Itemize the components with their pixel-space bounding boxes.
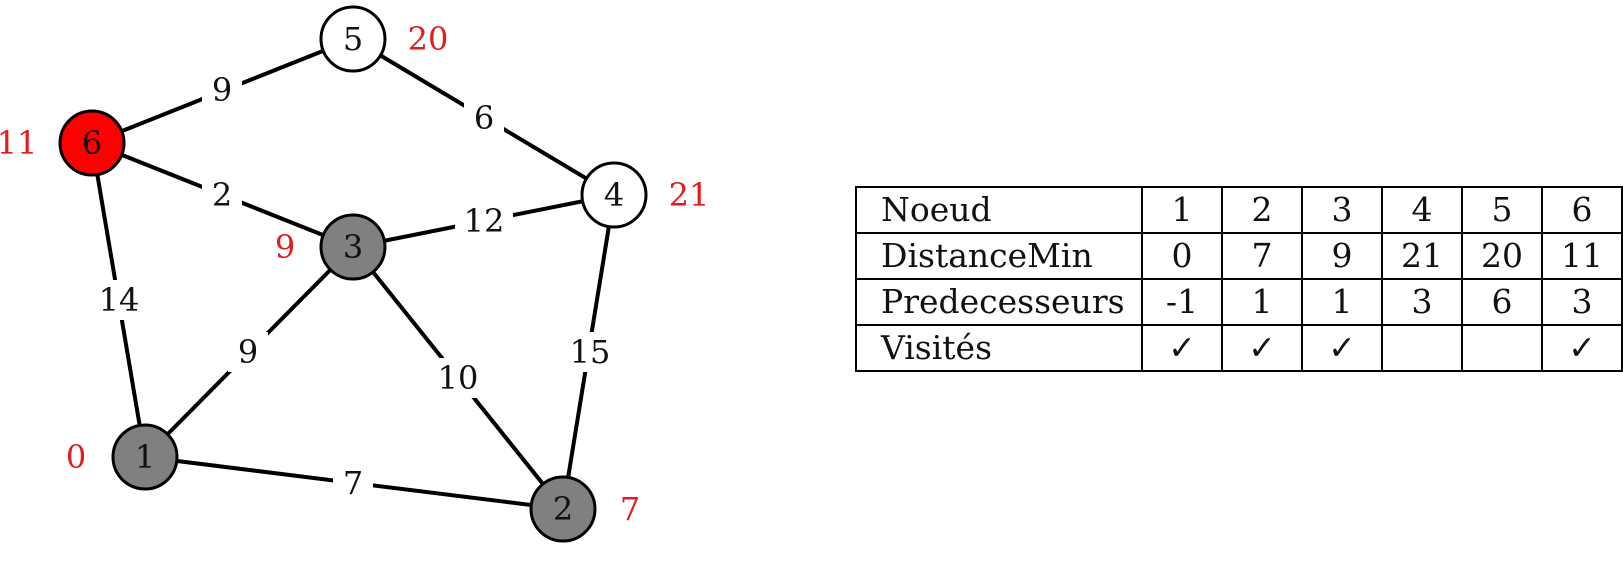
edge-weight-background	[333, 463, 373, 503]
node-label: 4	[604, 176, 624, 214]
table-cell: 3	[1381, 278, 1463, 326]
edge-weight-background	[90, 280, 148, 320]
node-distance-label: 9	[275, 228, 295, 266]
node-distance-label: 21	[669, 176, 710, 214]
node-3: 39	[275, 213, 387, 281]
node-label: 3	[343, 228, 363, 266]
edge-weight-background	[228, 332, 268, 372]
node-circle	[529, 475, 597, 543]
node-1: 10	[66, 423, 179, 491]
edge-weight-background	[202, 70, 242, 110]
edge-1-2: 7	[144, 455, 564, 511]
row-header: Noeud	[855, 186, 1143, 234]
table-cell: 3	[1541, 278, 1623, 326]
edge-weight: 9	[212, 71, 232, 109]
edge-5-4: 6	[351, 37, 616, 197]
table-cell: 7	[1221, 232, 1303, 280]
edge-weight-background	[561, 332, 619, 372]
row-header: DistanceMin	[855, 232, 1143, 280]
visited-check-cell: ✓	[1221, 324, 1303, 372]
table-cell: 20	[1461, 232, 1543, 280]
table-cell: 0	[1141, 232, 1223, 280]
edge-weight: 10	[438, 359, 479, 397]
table-cell: 3	[1301, 186, 1383, 234]
edge-weight-background	[455, 201, 513, 241]
node-label: 6	[82, 124, 102, 162]
table-cell: 4	[1381, 186, 1463, 234]
edges-layer: 9 6 2 12 14 9 10 15 7	[90, 37, 619, 511]
edge-1-3: 9	[143, 245, 355, 459]
node-distance-label: 11	[0, 124, 37, 162]
edge-weight: 7	[343, 464, 363, 502]
edge-6-3: 2	[91, 141, 354, 249]
visited-check-cell	[1461, 324, 1543, 372]
node-label: 5	[343, 20, 363, 58]
table-cell: 1	[1221, 278, 1303, 326]
node-distance-label: 7	[620, 490, 640, 528]
edge-weight-background	[429, 358, 487, 398]
node-label: 2	[553, 490, 573, 528]
edge-3-2: 10	[351, 245, 565, 511]
edge-weight: 12	[464, 202, 505, 240]
edge-weight-background	[202, 175, 242, 215]
visited-check-cell: ✓	[1141, 324, 1223, 372]
edge-weight-background	[464, 98, 504, 138]
node-circle	[111, 423, 179, 491]
table-cell: 1	[1141, 186, 1223, 234]
edge-weight: 14	[99, 281, 140, 319]
node-circle	[319, 213, 387, 281]
table-cell: 6	[1541, 186, 1623, 234]
edge-3-4: 12	[352, 193, 615, 249]
node-5: 5 20	[319, 5, 449, 73]
edge-6-5: 9	[91, 37, 354, 145]
visited-check-cell: ✓	[1541, 324, 1623, 372]
table-cell: 1	[1301, 278, 1383, 326]
row-header: Visités	[855, 324, 1143, 372]
table-cell: 2	[1221, 186, 1303, 234]
table-cell: 11	[1541, 232, 1623, 280]
table-cell: 6	[1461, 278, 1543, 326]
table-row-visite: Visités✓✓✓✓	[855, 324, 1623, 372]
edge-weight: 15	[570, 333, 611, 371]
node-6: 6 11	[0, 109, 126, 177]
row-header: Predecesseurs	[855, 278, 1143, 326]
node-4: 4 21	[580, 161, 710, 229]
table-cell: 21	[1381, 232, 1463, 280]
table-cell: 5	[1461, 186, 1543, 234]
edge-weight: 2	[212, 176, 232, 214]
edge-6-1: 14	[90, 142, 148, 458]
node-distance-label: 0	[66, 438, 86, 476]
edge-weight: 9	[238, 333, 258, 371]
node-circle	[319, 5, 387, 73]
node-circle	[580, 161, 648, 229]
visited-check-cell: ✓	[1301, 324, 1383, 372]
visited-check-cell	[1381, 324, 1463, 372]
edge-4-2: 15	[561, 194, 619, 510]
edge-weight: 6	[474, 99, 494, 137]
table-cell: 9	[1301, 232, 1383, 280]
node-circle	[58, 109, 126, 177]
node-distance-label: 20	[408, 20, 449, 58]
node-label: 1	[135, 438, 155, 476]
table-cell: -1	[1141, 278, 1223, 326]
